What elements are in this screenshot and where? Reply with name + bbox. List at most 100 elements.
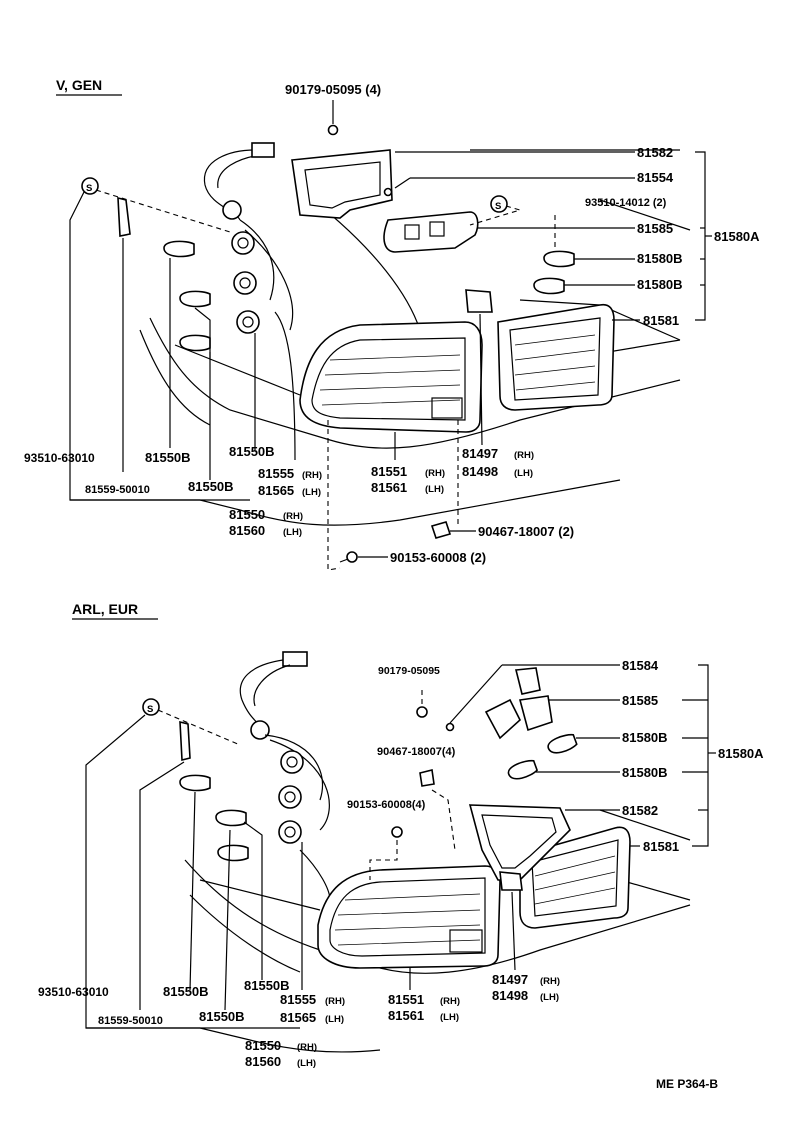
- label-81565: 81565: [258, 483, 294, 498]
- label-81559-50010-b: 81559-50010: [98, 1015, 163, 1027]
- label-81555-b: 81555: [280, 992, 316, 1007]
- section-bottom: ARL, EUR: [38, 601, 764, 1069]
- nut-90179-bottom: [416, 706, 428, 718]
- label-81550: 81550: [229, 507, 265, 522]
- svg-text:(LH): (LH): [283, 527, 302, 538]
- section-title-bottom: ARL, EUR: [72, 601, 138, 617]
- label-90467-18007: 90467-18007 (2): [478, 524, 574, 539]
- bulbs-top: [163, 240, 575, 352]
- label-81550B-b3: 81550B: [199, 1009, 245, 1024]
- svg-text:(LH): (LH): [440, 1012, 459, 1023]
- sockets-81585-bottom: [484, 667, 553, 740]
- clip-81497-top: [465, 289, 493, 313]
- svg-text:S: S: [147, 704, 153, 715]
- label-81585-b: 81585: [622, 693, 658, 708]
- label-81585: 81585: [637, 221, 673, 236]
- label-81550-b: 81550: [245, 1038, 281, 1053]
- label-81561: 81561: [371, 480, 407, 495]
- label-81581-b: 81581: [643, 839, 679, 854]
- sockets-81555-top: [231, 231, 260, 334]
- rear-lamp-inner-top: [497, 303, 615, 411]
- s-mark-top-right: S: [490, 195, 508, 213]
- screw-90153-top: [339, 551, 358, 563]
- leaders-top: [69, 151, 712, 526]
- label-81550B-b1: 81550B: [163, 984, 209, 999]
- label-81550B-b2: 81550B: [244, 978, 290, 993]
- label-81581: 81581: [643, 313, 679, 328]
- label-81550B-3: 81550B: [188, 479, 234, 494]
- wire-harness-top: [203, 142, 294, 331]
- label-90179-05095-b: 90179-05095: [378, 665, 440, 677]
- label-90153-60008: 90153-60008 (2): [390, 550, 486, 565]
- labels-top: 90179-05095 (4) 81582 81554 93510-14012 …: [24, 82, 760, 565]
- wire-harness-bottom: [239, 651, 330, 831]
- label-90467-18007-b: 90467-18007(4): [377, 746, 456, 758]
- label-81555: 81555: [258, 466, 294, 481]
- rear-combination-lamp-top: [299, 321, 483, 433]
- label-81497: 81497: [462, 446, 498, 461]
- label-93510-63010: 93510-63010: [24, 451, 95, 465]
- gasket-81582-top: [291, 149, 393, 219]
- diagram-code: ME P364-B: [656, 1077, 718, 1091]
- svg-text:S: S: [86, 183, 92, 194]
- label-81582: 81582: [637, 145, 673, 160]
- label-81561-b: 81561: [388, 1008, 424, 1023]
- screw-90467-top: [430, 521, 452, 539]
- nut-90179-top: [327, 124, 339, 136]
- screw-90153-bottom: [391, 826, 403, 838]
- svg-text:(RH): (RH): [540, 976, 560, 987]
- label-81580B-2: 81580B: [637, 277, 683, 292]
- svg-text:(RH): (RH): [302, 470, 322, 481]
- label-90153-60008-b: 90153-60008(4): [347, 799, 426, 811]
- section-top: V, GEN: [24, 77, 760, 571]
- label-81560: 81560: [229, 523, 265, 538]
- label-81554: 81554: [637, 170, 674, 185]
- label-81580B-1: 81580B: [637, 251, 683, 266]
- label-81582-b: 81582: [622, 803, 658, 818]
- svg-text:(RH): (RH): [283, 511, 303, 522]
- label-81550B-2: 81550B: [229, 444, 275, 459]
- svg-text:(RH): (RH): [297, 1042, 317, 1053]
- label-93510-63010-b: 93510-63010: [38, 985, 109, 999]
- labels-bottom: 81584 90179-05095 81585 81580B 81580A 90…: [38, 658, 764, 1069]
- svg-text:(LH): (LH): [425, 484, 444, 495]
- label-81580A: 81580A: [714, 229, 760, 244]
- s-mark-bottom-left: S: [142, 698, 160, 716]
- label-81497-b: 81497: [492, 972, 528, 987]
- svg-text:(RH): (RH): [440, 996, 460, 1007]
- svg-text:(RH): (RH): [514, 450, 534, 461]
- label-81551: 81551: [371, 464, 407, 479]
- bracket-81559-bottom: [179, 720, 191, 762]
- washer-81584-bottom: [445, 722, 455, 732]
- label-81580B-b2: 81580B: [622, 765, 668, 780]
- gasket-81582-bottom: [468, 804, 571, 881]
- svg-text:(LH): (LH): [302, 487, 321, 498]
- s-mark-top-left: S: [81, 177, 99, 195]
- label-81560-b: 81560: [245, 1054, 281, 1069]
- label-81550B-1: 81550B: [145, 450, 191, 465]
- bracket-81559-top: [117, 196, 131, 237]
- sockets-81555-bottom: [278, 750, 304, 844]
- label-93510-14012: 93510-14012 (2): [585, 197, 667, 209]
- svg-text:(LH): (LH): [297, 1058, 316, 1069]
- label-81551-b: 81551: [388, 992, 424, 1007]
- label-81580B-b1: 81580B: [622, 730, 668, 745]
- washer-81554-top: [383, 187, 393, 197]
- label-81498-b: 81498: [492, 988, 528, 1003]
- rear-combination-lamp-bottom: [317, 865, 501, 969]
- section-title-top: V, GEN: [56, 77, 102, 93]
- dashed-leaders-bottom: [157, 690, 456, 880]
- label-81580A-b: 81580A: [718, 746, 764, 761]
- socket-81585-top: [383, 211, 479, 253]
- label-81565-b: 81565: [280, 1010, 316, 1025]
- leaders-bottom: [85, 664, 716, 1053]
- svg-text:S: S: [495, 201, 501, 212]
- svg-text:(RH): (RH): [425, 468, 445, 479]
- svg-text:(RH): (RH): [325, 996, 345, 1007]
- svg-text:(LH): (LH): [540, 992, 559, 1003]
- svg-text:(LH): (LH): [514, 468, 533, 479]
- label-81498: 81498: [462, 464, 498, 479]
- label-90179-05095: 90179-05095 (4): [285, 82, 381, 97]
